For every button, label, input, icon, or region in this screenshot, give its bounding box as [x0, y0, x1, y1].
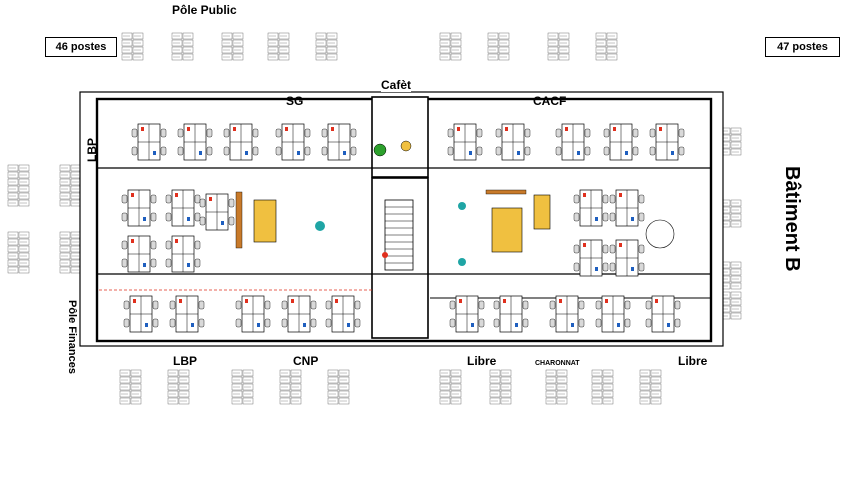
legend-card-group [327, 369, 350, 405]
legend-card-group [439, 32, 462, 61]
desk-cluster [177, 123, 213, 161]
building-label: Bâtiment B [781, 166, 803, 272]
zone-charonnat: CHARONNAT [535, 360, 580, 367]
legend-card-group [591, 369, 614, 405]
zone-sg: SG [286, 94, 304, 108]
legend-card-group [7, 231, 30, 274]
legend-card-group [489, 369, 512, 405]
zone-lbp-bottom: LBP [173, 354, 197, 368]
legend-card-group [719, 199, 742, 228]
legend-card-group [639, 369, 662, 405]
legend-card-groups [7, 32, 742, 405]
desk-cluster [321, 123, 357, 161]
desk-cluster [169, 295, 205, 333]
desk-cluster [281, 295, 317, 333]
desk-cluster [595, 295, 631, 333]
legend-card-group [119, 369, 142, 405]
legend-card-group [595, 32, 618, 61]
desk-cluster [447, 123, 483, 161]
legend-card-group [7, 164, 30, 207]
legend-card-group [719, 261, 742, 290]
desk-cluster [493, 295, 529, 333]
legend-card-group [59, 164, 82, 207]
desk-cluster [123, 295, 159, 333]
zone-cnp: CNP [293, 354, 319, 368]
desk-cluster [645, 295, 681, 333]
legend-card-group [59, 231, 82, 274]
desk-cluster [449, 295, 485, 333]
legend-card-group [719, 127, 742, 156]
desk-cluster [609, 189, 645, 227]
legend-card-group [167, 369, 190, 405]
zone-libre-bottom: Libre [467, 354, 497, 368]
pole-public-title: Pôle Public [172, 3, 237, 17]
desk-cluster [223, 123, 259, 161]
desk-cluster [121, 235, 157, 273]
desk-cluster [495, 123, 531, 161]
desk-cluster [555, 123, 591, 161]
desk-cluster [549, 295, 585, 333]
legend-card-group [121, 32, 144, 61]
desk-cluster [275, 123, 311, 161]
zone-libre-right: Libre [678, 354, 708, 368]
desk-cluster [573, 189, 609, 227]
legend-card-group [279, 369, 302, 405]
desk-cluster [325, 295, 361, 333]
desk-cluster [165, 235, 201, 273]
legend-card-group [545, 369, 568, 405]
core-elements [235, 140, 675, 271]
legend-card-group [315, 32, 338, 61]
right-postes-count: 47 postes [765, 37, 840, 57]
desk-clusters [121, 123, 685, 333]
legend-card-group [719, 291, 742, 320]
desk-cluster [609, 239, 645, 277]
desk-cluster [131, 123, 167, 161]
left-postes-count: 46 postes [45, 37, 117, 57]
legend-card-group [171, 32, 194, 61]
desk-cluster [603, 123, 639, 161]
legend-card-group [487, 32, 510, 61]
zone-cacf: CACF [533, 94, 567, 108]
desk-cluster [649, 123, 685, 161]
zone-pole-finances: Pôle Finances [66, 300, 78, 374]
legend-card-group [439, 369, 462, 405]
desk-cluster [165, 189, 201, 227]
legend-card-group [221, 32, 244, 61]
desk-cluster [573, 239, 609, 277]
desk-cluster [199, 193, 235, 231]
desk-cluster [121, 189, 157, 227]
zone-cafet: Cafèt [381, 78, 412, 92]
legend-card-group [231, 369, 254, 405]
desk-cluster [235, 295, 271, 333]
legend-card-group [547, 32, 570, 61]
legend-card-group [267, 32, 290, 61]
zone-lbp-left: LBP [85, 138, 99, 162]
